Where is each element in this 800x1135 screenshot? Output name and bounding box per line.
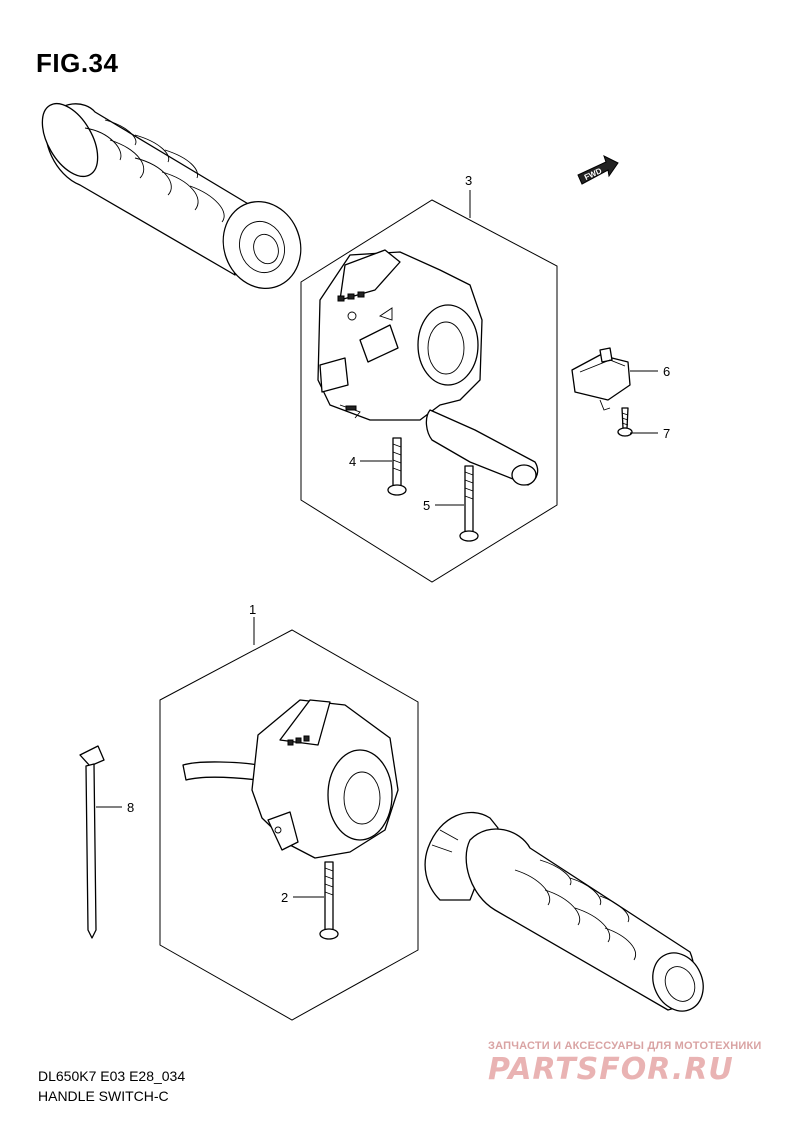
assembly-frame-1 [159,629,419,1021]
figure-title: FIG.34 [36,48,119,78]
cable-tie-8[interactable] [79,745,105,939]
callout-7: 7 [663,426,670,441]
right-handle-switch[interactable] [317,249,539,486]
screw-5[interactable] [459,465,479,542]
screw-4[interactable] [387,437,407,496]
callout-5: 5 [423,498,430,513]
assembly-frame-3 [300,199,558,583]
callout-3: 3 [465,173,472,188]
footer: DL650K7 E03 E28_034 HANDLE SWITCH-C [38,1066,185,1106]
callout-1: 1 [249,602,256,617]
left-handle-switch[interactable] [182,699,399,859]
diagram-name: HANDLE SWITCH-C [38,1088,169,1104]
watermark: ЗАПЧАСТИ И АКСЕССУАРЫ ДЛЯ МОТОТЕХНИКИ PA… [488,1040,788,1087]
small-switch-6[interactable] [571,347,631,411]
model-code: DL650K7 E03 E28_034 [38,1068,186,1084]
fwd-label: FWD [583,166,604,182]
watermark-caption: ЗАПЧАСТИ И АКСЕССУАРЫ ДЛЯ МОТОТЕХНИКИ [488,1040,762,1052]
callout-8: 8 [127,800,134,815]
callout-6: 6 [663,364,670,379]
callout-4: 4 [349,454,356,469]
callout-2: 2 [281,890,288,905]
screw-7[interactable] [617,407,633,437]
watermark-logo: PARTSFOR.RU [488,1052,734,1087]
fwd-arrow-icon: FWD [577,155,619,185]
screw-2[interactable] [319,861,339,940]
lower-handlebar-grip[interactable] [424,811,712,1019]
upper-handlebar-grip[interactable] [31,94,313,299]
